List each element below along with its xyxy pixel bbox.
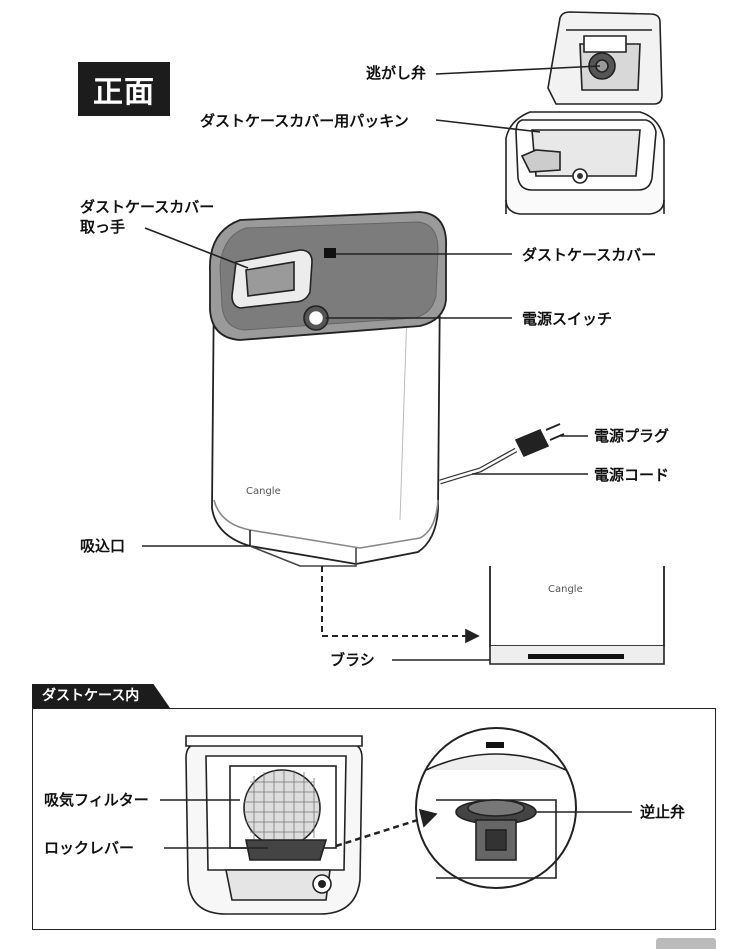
brand-logo-brush: Cangle bbox=[548, 584, 583, 595]
label-dust-case-cover: ダストケースカバー bbox=[522, 246, 657, 264]
dust-case-panel bbox=[32, 708, 716, 930]
brush-dashed-arrow bbox=[321, 566, 470, 637]
page-corner-mark bbox=[656, 938, 716, 949]
label-power-plug: 電源プラグ bbox=[594, 427, 670, 445]
label-power-cord: 電源コード bbox=[594, 466, 670, 484]
label-lock-lever: ロックレバー bbox=[44, 839, 135, 857]
label-intake: 吸込口 bbox=[80, 537, 126, 555]
label-intake-filter: 吸気フィルター bbox=[44, 791, 149, 809]
main-unit: Cangle bbox=[209, 211, 565, 567]
label-cover-handle-line2: 取っ手 bbox=[80, 218, 126, 236]
label-brush: ブラシ bbox=[330, 651, 375, 669]
label-check-valve: 逆止弁 bbox=[640, 803, 686, 821]
open-lid-unit bbox=[505, 11, 665, 215]
label-power-switch: 電源スイッチ bbox=[522, 310, 613, 328]
label-cover-packing: ダストケースカバー用パッキン bbox=[200, 112, 409, 130]
brush-unit: Cangle bbox=[489, 566, 665, 665]
page-title: 正面 bbox=[78, 62, 170, 116]
label-cover-handle-line1: ダストケースカバー bbox=[80, 198, 215, 216]
section-title-tab: ダストケース内 bbox=[32, 684, 170, 708]
check-valve-zoom bbox=[415, 727, 577, 889]
brand-logo-main: Cangle bbox=[246, 486, 281, 497]
dust-case-interior bbox=[185, 735, 363, 915]
label-relief-valve: 逃がし弁 bbox=[366, 64, 427, 82]
